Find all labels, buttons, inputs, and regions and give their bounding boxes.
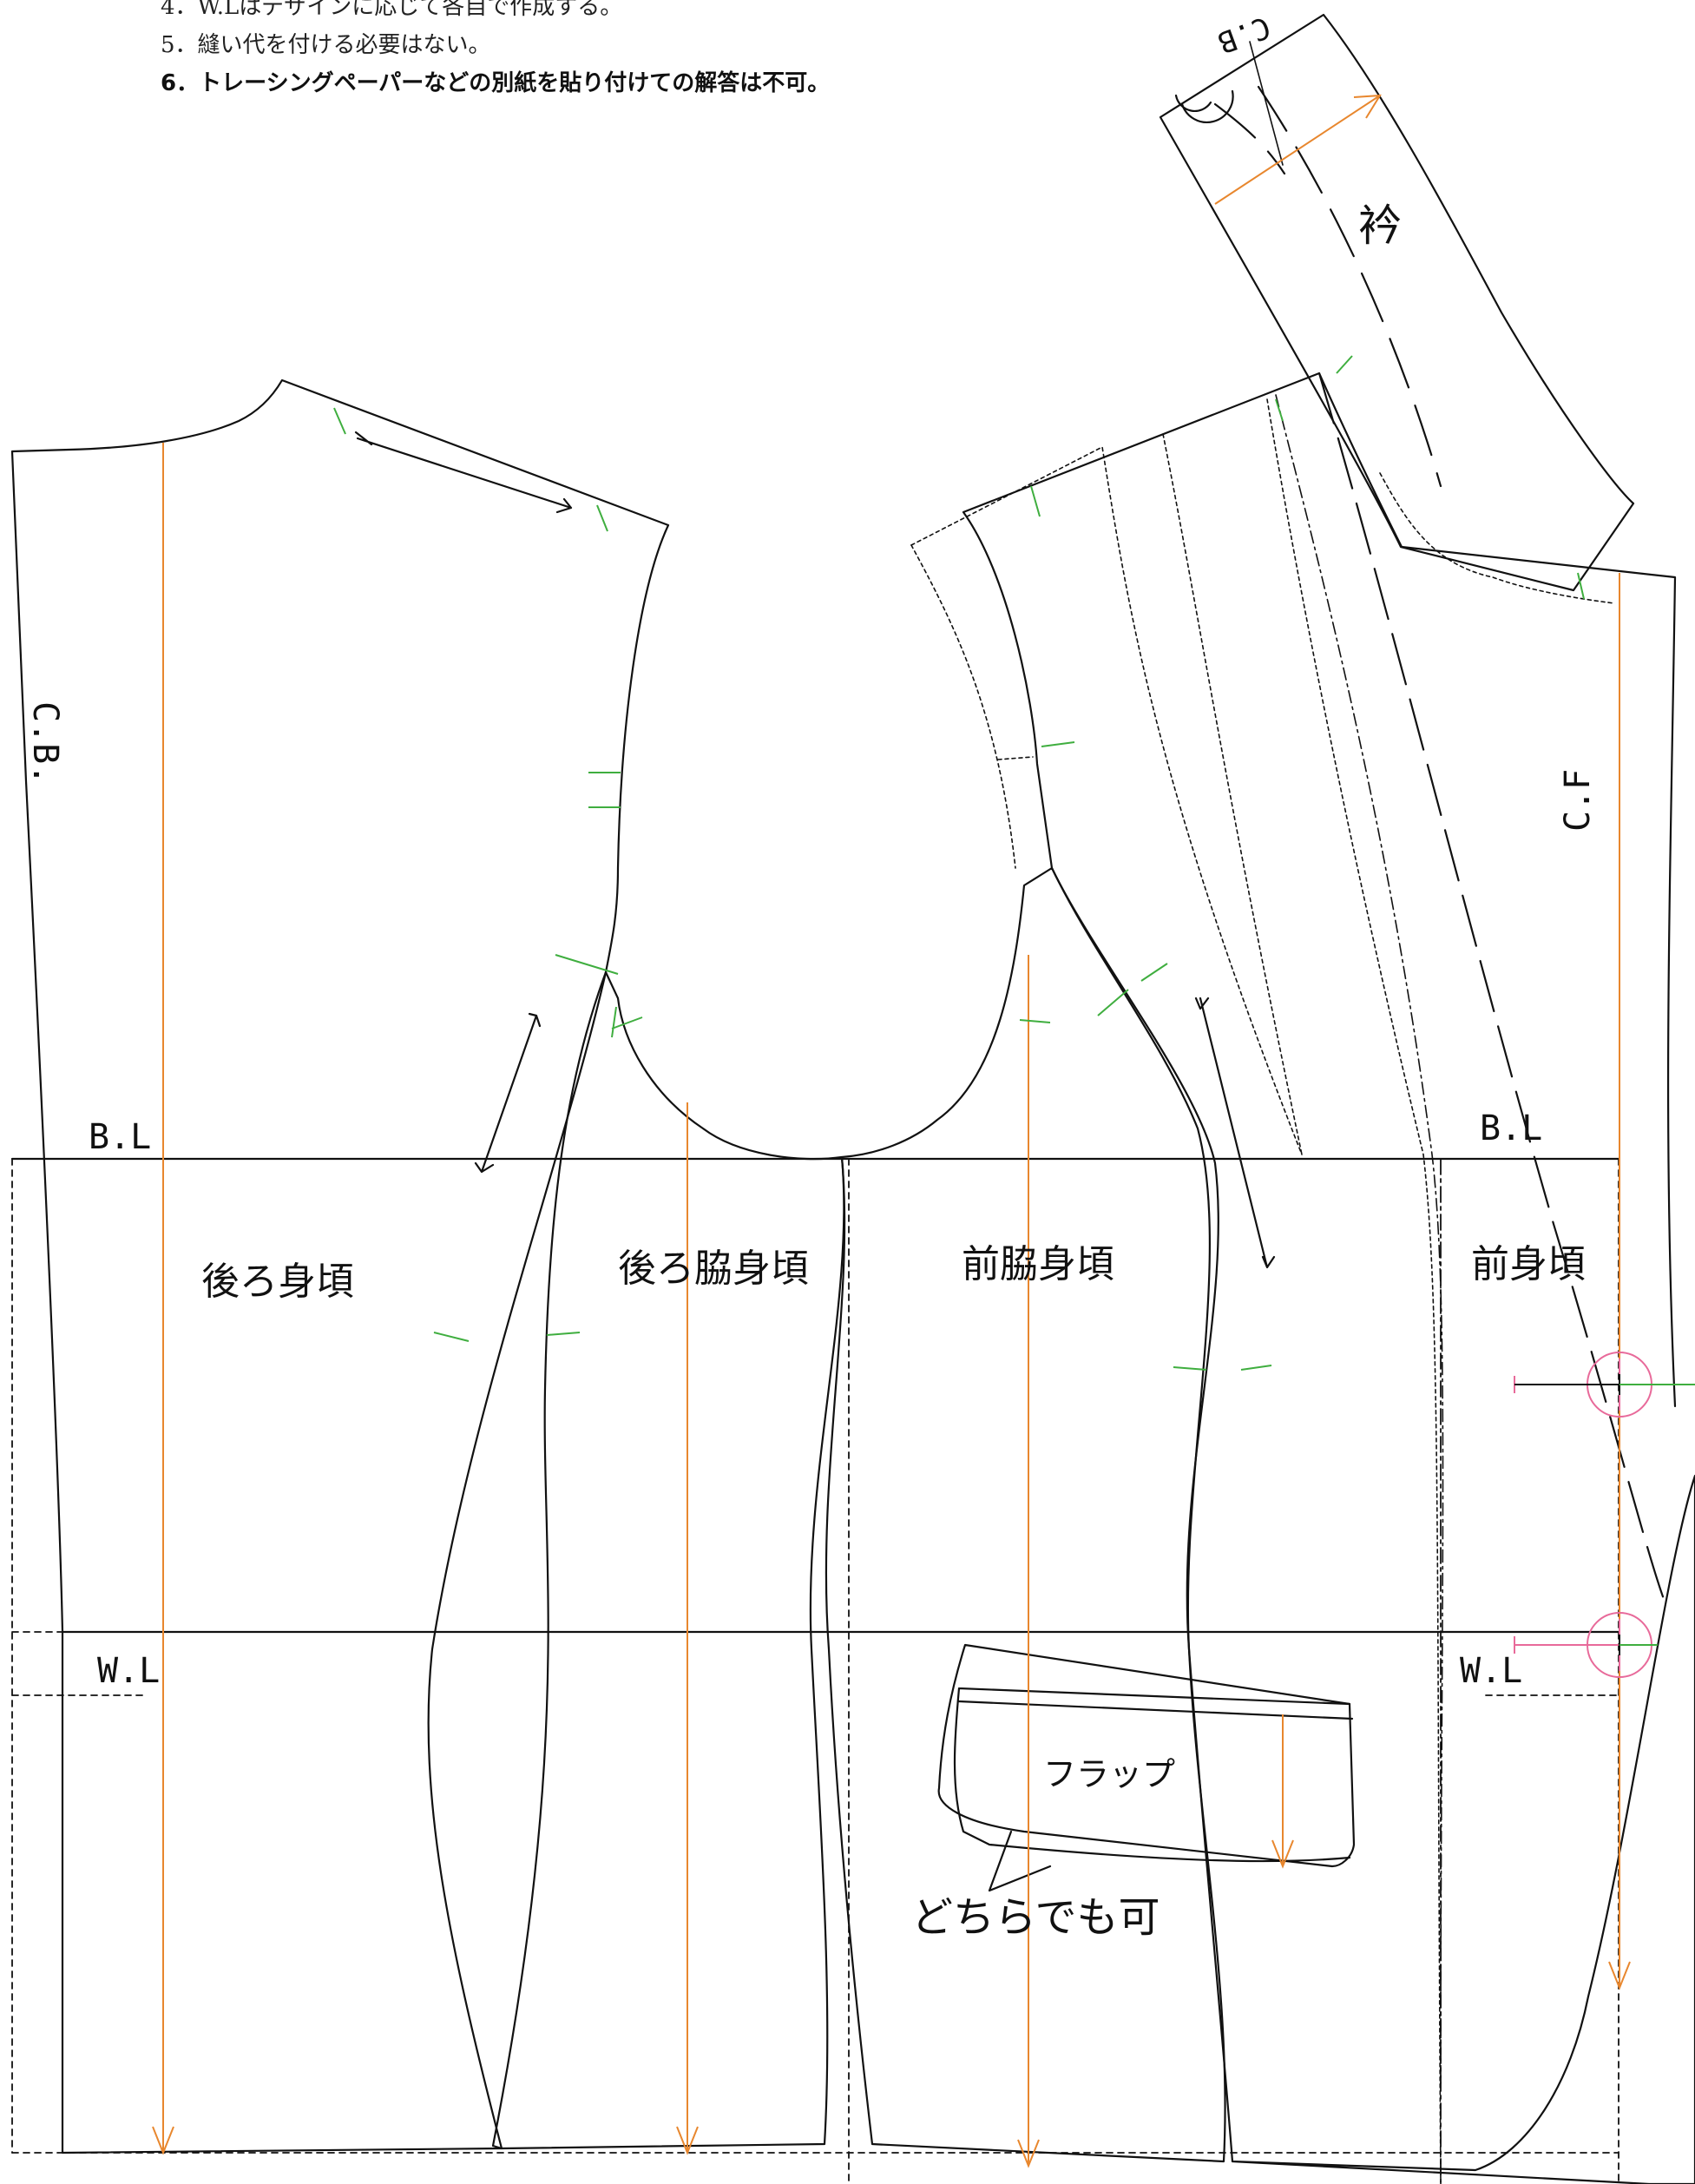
notch-10 — [1097, 963, 1168, 1016]
instruction-notes: 4．W.Lはデザインに応じて各自で作成する。 5．縫い代を付ける必要はない。 6… — [161, 0, 830, 102]
back-bodice-outline — [10, 378, 670, 2154]
notch-1 — [333, 407, 346, 435]
back-side-bodice-outline — [491, 970, 845, 2150]
notch-4 — [555, 954, 619, 1038]
notch-12 — [1275, 355, 1353, 422]
notch-5 — [611, 1016, 643, 1030]
grain-flap — [1271, 1714, 1294, 1869]
collar-outline — [1159, 13, 1635, 592]
back-dart-arrow — [474, 1012, 542, 1174]
collar-cb-arc — [1174, 89, 1234, 123]
front-side-bodice-label: 前脇身頃 — [962, 1242, 1114, 1286]
front-bust-dart — [1194, 997, 1276, 1269]
collar-label: 衿 — [1358, 201, 1402, 251]
back-cb-label: C.B. — [25, 701, 65, 786]
grain-front — [1608, 573, 1631, 1990]
notch-13 — [1577, 572, 1585, 600]
waist-line-left-label: W.L — [97, 1651, 161, 1691]
flap-inner — [953, 1687, 1354, 1863]
front-dotted-construction — [910, 398, 1442, 2184]
flap-pointer — [988, 1830, 1052, 1892]
bust-line-left-label: B.L — [89, 1117, 152, 1157]
notch-2 — [596, 504, 608, 532]
grain-back — [152, 443, 174, 2155]
notch-7 — [1030, 485, 1041, 517]
center-front-line — [1317, 372, 1668, 1608]
front-dash-dot — [1275, 394, 1444, 2084]
notch-8 — [1041, 741, 1075, 747]
notch-9 — [1019, 1019, 1051, 1023]
back-side-bodice-label: 後ろ脇身頃 — [618, 1247, 809, 1291]
flap-outer — [937, 1643, 1356, 1868]
flap-label: フラップ — [1043, 1755, 1176, 1793]
collar-cb-line — [1249, 41, 1284, 166]
note-6: 6．トレーシングペーパーなどの別紙を貼り付けての解答は不可。 — [161, 70, 831, 96]
front-side-bodice-outline — [825, 866, 1226, 2163]
front-neck-dotted — [1379, 472, 1615, 604]
notch-3 — [588, 772, 621, 808]
grain-collar — [1214, 94, 1382, 205]
back-shoulder-dart — [354, 431, 573, 514]
front-left-dotted — [910, 544, 1034, 869]
back-bodice-label: 後ろ身頃 — [201, 1260, 354, 1304]
grain-front-side — [1017, 955, 1040, 2168]
notch-11 — [1173, 1365, 1272, 1371]
front-bodice-label: 前身頃 — [1471, 1242, 1586, 1286]
note-4: 4．W.Lはデザインに応じて各自で作成する。 — [161, 0, 623, 20]
grain-back-side — [676, 1102, 699, 2155]
note-5: 5．縫い代を付ける必要はない。 — [161, 32, 491, 58]
collar-roll-line — [1213, 85, 1442, 488]
waist-line-right-label: W.L — [1460, 1651, 1523, 1691]
notch-6 — [433, 1332, 581, 1342]
either-ok-label: どちらでも可 — [911, 1893, 1160, 1942]
bust-line-right-label: B.L — [1480, 1108, 1543, 1148]
cf-label: C.F — [1558, 768, 1598, 832]
